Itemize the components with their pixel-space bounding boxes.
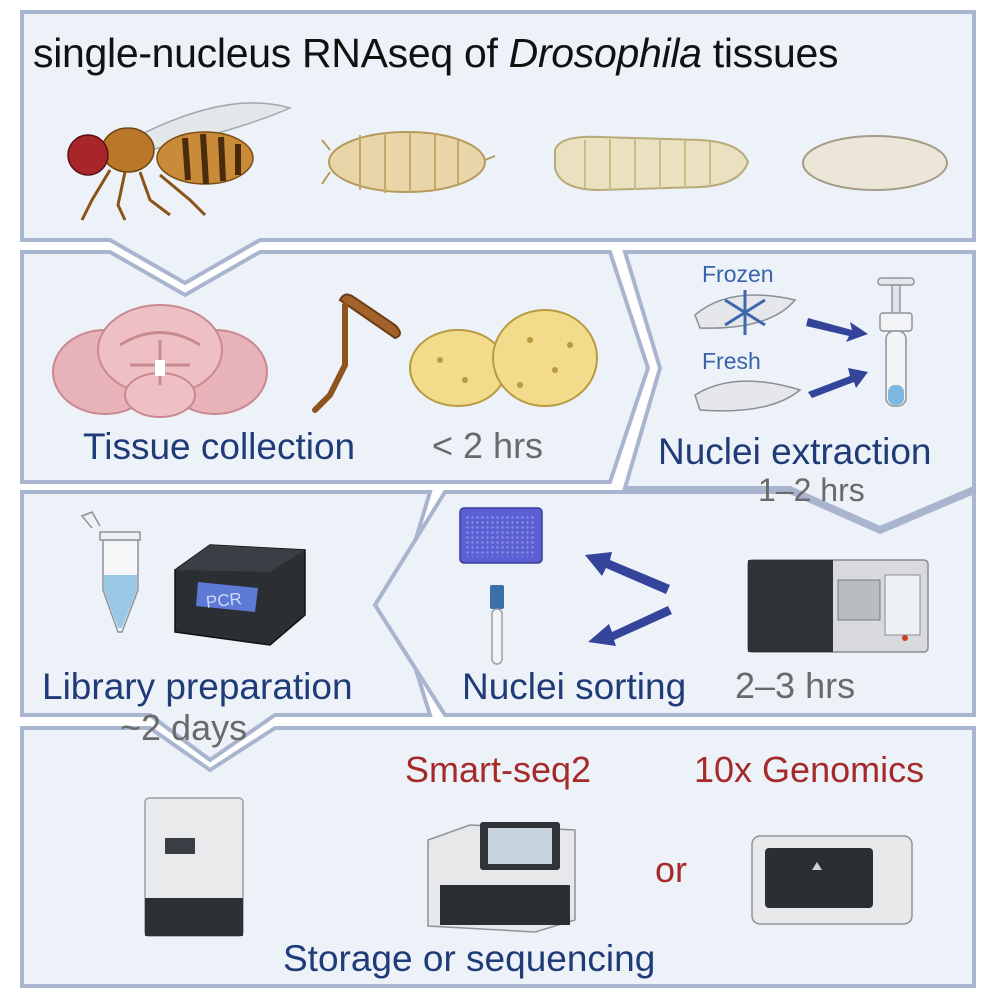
fresh-label: Fresh xyxy=(702,348,761,374)
storage-or-sequencing-label: Storage or sequencing xyxy=(283,938,656,979)
pupa-illustration xyxy=(321,131,496,193)
freezer-illustration xyxy=(144,797,244,937)
panel-life-stages xyxy=(20,10,976,286)
well-plate-illustration xyxy=(459,507,543,564)
10x-genomics-label: 10x Genomics xyxy=(694,749,925,790)
or-label: or xyxy=(655,849,688,890)
pcr-machine-illustration xyxy=(174,544,306,646)
frozen-wing-illustration xyxy=(694,290,797,335)
smart-seq2-label: Smart-seq2 xyxy=(405,749,592,790)
fresh-wing-illustration xyxy=(694,380,802,412)
homogenizer-illustration xyxy=(877,277,915,407)
fat-body-illustration xyxy=(409,309,598,407)
embryo-illustration xyxy=(802,135,948,191)
fresh-wing-arrow xyxy=(808,368,868,398)
tube-illustration xyxy=(80,511,141,633)
leg-illustration xyxy=(312,293,401,413)
page-title: single-nucleus RNAseq of Drosophila tiss… xyxy=(33,30,839,76)
sorted-tube-illustration xyxy=(490,585,504,665)
pcr-label: PCR xyxy=(205,589,243,612)
cell-sorter-illustration xyxy=(747,559,929,653)
nuclei-sorting-time: 2–3 hrs xyxy=(735,665,856,706)
smart-seq2-sequencer-illustration xyxy=(427,822,576,933)
frozen-wing-arrow xyxy=(806,318,868,342)
nuclei-extraction-label: Nuclei extraction xyxy=(658,431,932,472)
10x-chromium-illustration xyxy=(751,835,913,925)
adult-fly-illustration xyxy=(67,102,293,221)
nuclei-extraction-time: 1–2 hrs xyxy=(758,472,865,508)
tissue-collection-label: Tissue collection xyxy=(83,426,356,467)
brain-illustration xyxy=(52,304,268,418)
library-preparation-label: Library preparation xyxy=(42,666,353,707)
tissue-collection-time: < 2 hrs xyxy=(432,425,544,466)
nuclei-sorting-label: Nuclei sorting xyxy=(462,666,687,707)
sort-to-plate-arrow xyxy=(585,552,670,594)
sort-to-tube-arrow xyxy=(588,606,672,646)
frozen-label: Frozen xyxy=(702,261,774,287)
library-preparation-time: ~2 days xyxy=(120,707,248,748)
species-name: Drosophila xyxy=(508,30,702,76)
larva-illustration xyxy=(554,135,750,192)
